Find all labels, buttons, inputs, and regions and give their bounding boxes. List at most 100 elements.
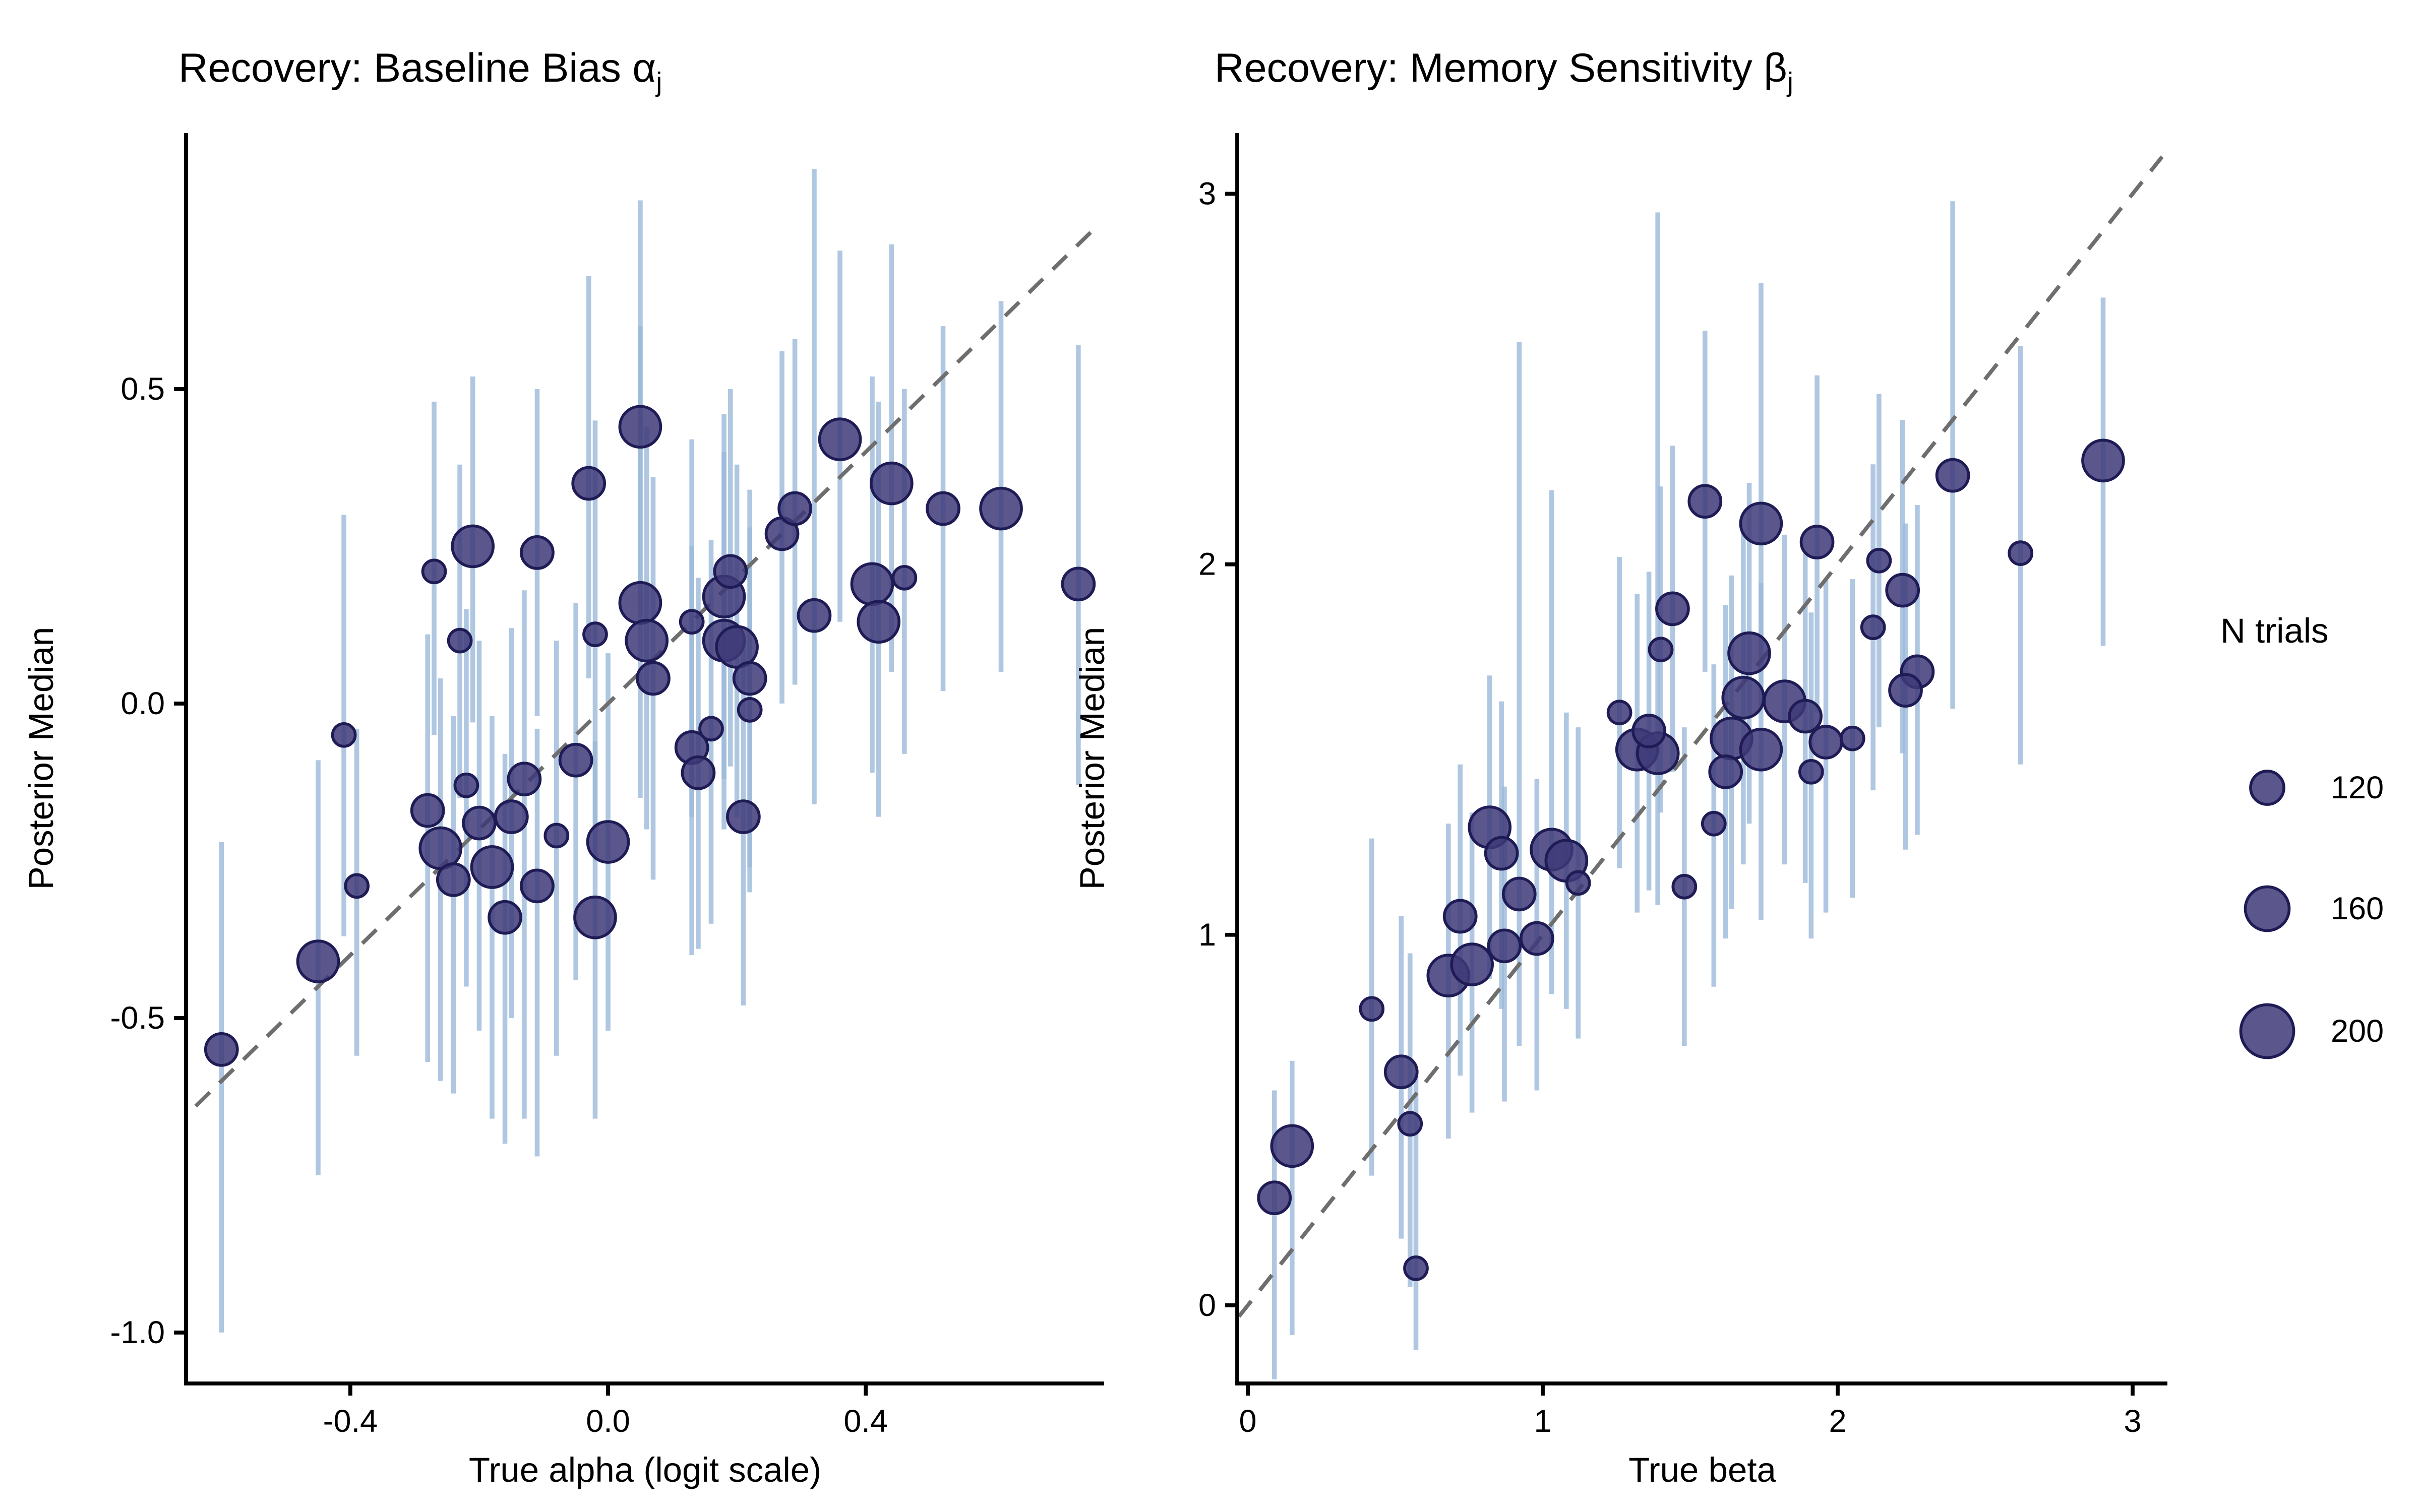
x-axis-label: True alpha (logit scale) (469, 1451, 821, 1489)
data-point (470, 845, 514, 889)
data-point (618, 581, 662, 625)
data-point (410, 793, 445, 828)
data-point (777, 491, 812, 526)
data-point (1721, 675, 1766, 720)
data-point (1442, 899, 1478, 934)
data-point (582, 621, 608, 647)
beta-symbol: β (1764, 45, 1787, 91)
left-panel-title: Recovery: Baseline Bias αj (178, 45, 662, 99)
data-point (713, 554, 748, 589)
data-point (543, 823, 570, 849)
data-point (494, 799, 529, 834)
data-point (618, 405, 662, 449)
y-tick-label: -0.5 (110, 1000, 165, 1036)
data-point (1450, 942, 1494, 986)
data-point (636, 661, 671, 696)
alpha-symbol: α (632, 45, 656, 91)
data-point (1501, 876, 1537, 912)
data-point (857, 600, 901, 644)
x-tick-label: 0 (1239, 1404, 1257, 1439)
legend-label-160: 160 (2331, 891, 2384, 926)
legend-label-200: 200 (2331, 1014, 2384, 1049)
data-point (726, 799, 761, 834)
right-panel-title: Recovery: Memory Sensitivity βj (1215, 45, 1793, 99)
data-point (586, 820, 630, 864)
y-tick-label: 0 (1198, 1288, 1216, 1323)
data-point (331, 722, 357, 748)
data-point (891, 564, 918, 591)
beta-subscript: j (1787, 67, 1793, 98)
data-point (1860, 614, 1886, 640)
data-point (818, 417, 862, 462)
data-point (1519, 921, 1554, 956)
data-point (1701, 810, 1727, 837)
data-point (737, 697, 763, 723)
data-point (1403, 1255, 1429, 1281)
data-point (1708, 754, 1743, 789)
y-tick-label: 0.5 (120, 371, 165, 407)
data-point (1799, 525, 1835, 559)
data-point (681, 755, 716, 790)
data-point (1866, 547, 1892, 574)
data-point (204, 1032, 239, 1067)
x-tick-label: -0.4 (323, 1404, 378, 1439)
alpha-subscript: j (656, 67, 662, 98)
data-point (1484, 836, 1519, 871)
data-point (1606, 700, 1632, 726)
x-tick-label: 0.4 (843, 1404, 888, 1439)
left-title-text: Recovery: Baseline Bias (178, 45, 633, 91)
legend-swatch-200 (2239, 1003, 2295, 1059)
data-point (1655, 591, 1690, 626)
data-point (732, 661, 767, 696)
data-point (1257, 1180, 1292, 1216)
data-point (1671, 873, 1698, 900)
data-point (436, 862, 471, 897)
y-tick-label: 3 (1198, 176, 1216, 212)
data-point (1687, 484, 1723, 519)
data-point (1739, 501, 1783, 546)
data-point (926, 491, 960, 526)
data-point (625, 618, 669, 663)
y-tick-label: -1.0 (110, 1315, 165, 1350)
y-tick-label: 0.0 (120, 686, 165, 721)
data-points (1257, 438, 2125, 1281)
legend: N trials 120 160 200 (2220, 611, 2384, 1059)
y-tick-label: 2 (1198, 547, 1216, 582)
legend-title: N trials (2220, 611, 2329, 650)
data-point (1397, 1111, 1423, 1137)
y-tick-label: 1 (1198, 917, 1216, 953)
data-point (1888, 673, 1923, 708)
data-point (1359, 996, 1385, 1022)
error-bars (219, 169, 1081, 1333)
error-bars (1272, 201, 2106, 1379)
data-point (679, 609, 705, 635)
data-point (1487, 928, 1522, 964)
right-title-text: Recovery: Memory Sensitivity (1215, 45, 1764, 91)
x-tick-label: 2 (1829, 1404, 1846, 1439)
data-point (797, 598, 832, 633)
x-tick-label: 0.0 (586, 1404, 630, 1439)
data-point (1383, 1054, 1419, 1090)
identity-line (1237, 155, 2164, 1318)
data-point (344, 873, 370, 899)
data-point (1727, 631, 1771, 675)
data-point (979, 486, 1023, 531)
identity-line (194, 223, 1101, 1108)
x-tick-label: 3 (2124, 1404, 2141, 1439)
data-point (558, 742, 593, 778)
data-point (447, 627, 473, 654)
axes: -0.4 0.0 0.4 0.5 0.0 -0.5 -1.0 (110, 133, 1104, 1439)
data-point (1788, 699, 1823, 734)
data-point (2081, 438, 2125, 483)
data-point (2008, 540, 2034, 566)
data-point (850, 562, 894, 606)
data-point (421, 558, 447, 585)
data-point (507, 762, 542, 797)
legend-label-120: 120 (2331, 770, 2384, 805)
data-point (520, 868, 555, 904)
data-points (204, 405, 1096, 1067)
data-point (1631, 714, 1666, 748)
